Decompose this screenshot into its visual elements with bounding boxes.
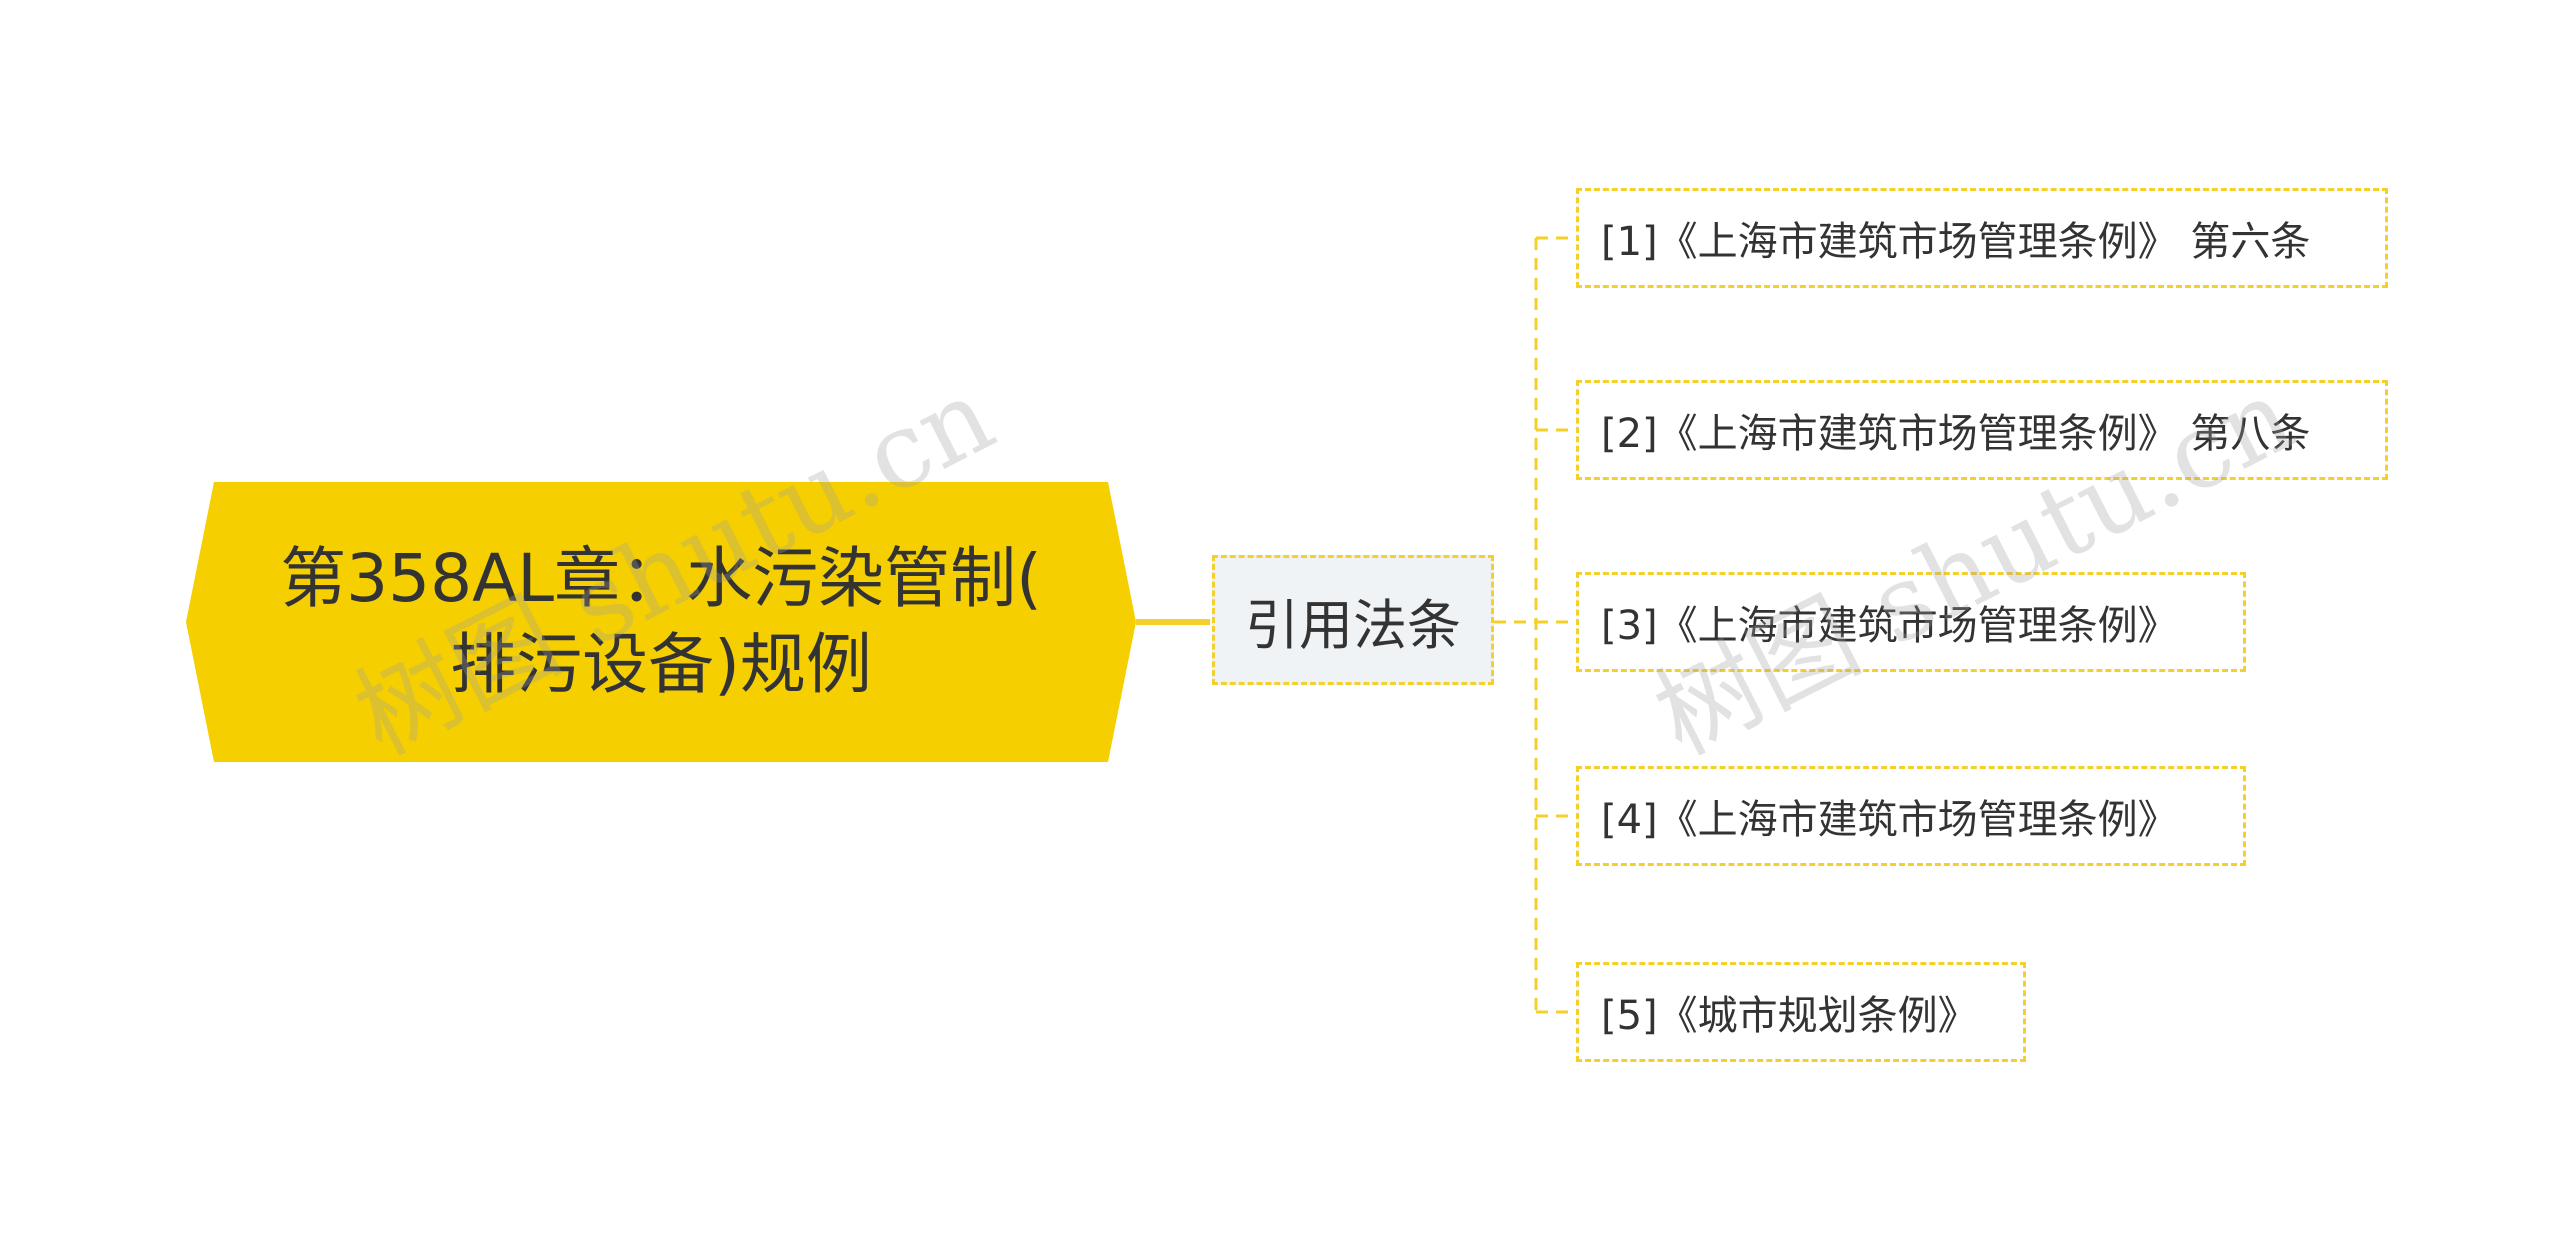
leaf-topic-node-1[interactable]: [1]《上海市建筑市场管理条例》 第六条 xyxy=(1576,188,2388,288)
leaf-topic-label: [2]《上海市建筑市场管理条例》 第八条 xyxy=(1601,411,2311,457)
leaf-topic-node-5[interactable]: [5]《城市规划条例》 xyxy=(1576,962,2026,1062)
leaf-topic-label: [1]《上海市建筑市场管理条例》 第六条 xyxy=(1601,219,2311,265)
leaf-topic-node-4[interactable]: [4]《上海市建筑市场管理条例》 xyxy=(1576,766,2246,866)
branch-topic-label: 引用法条 xyxy=(1245,593,1461,657)
branch-topic-node[interactable]: 引用法条 xyxy=(1212,555,1494,685)
root-topic-node[interactable]: 第358AL章：水污染管制( 排污设备)规例 xyxy=(186,482,1136,762)
leaf-topic-node-3[interactable]: [3]《上海市建筑市场管理条例》 xyxy=(1576,572,2246,672)
leaf-topic-label: [3]《上海市建筑市场管理条例》 xyxy=(1601,603,2178,649)
leaf-topic-label: [4]《上海市建筑市场管理条例》 xyxy=(1601,797,2178,843)
root-hexagon-shape xyxy=(186,482,1136,762)
leaf-topic-node-2[interactable]: [2]《上海市建筑市场管理条例》 第八条 xyxy=(1576,380,2388,480)
leaf-topic-label: [5]《城市规划条例》 xyxy=(1601,993,1978,1039)
root-topic-label: 第358AL章：水污染管制( 排污设备)规例 xyxy=(280,540,1042,703)
